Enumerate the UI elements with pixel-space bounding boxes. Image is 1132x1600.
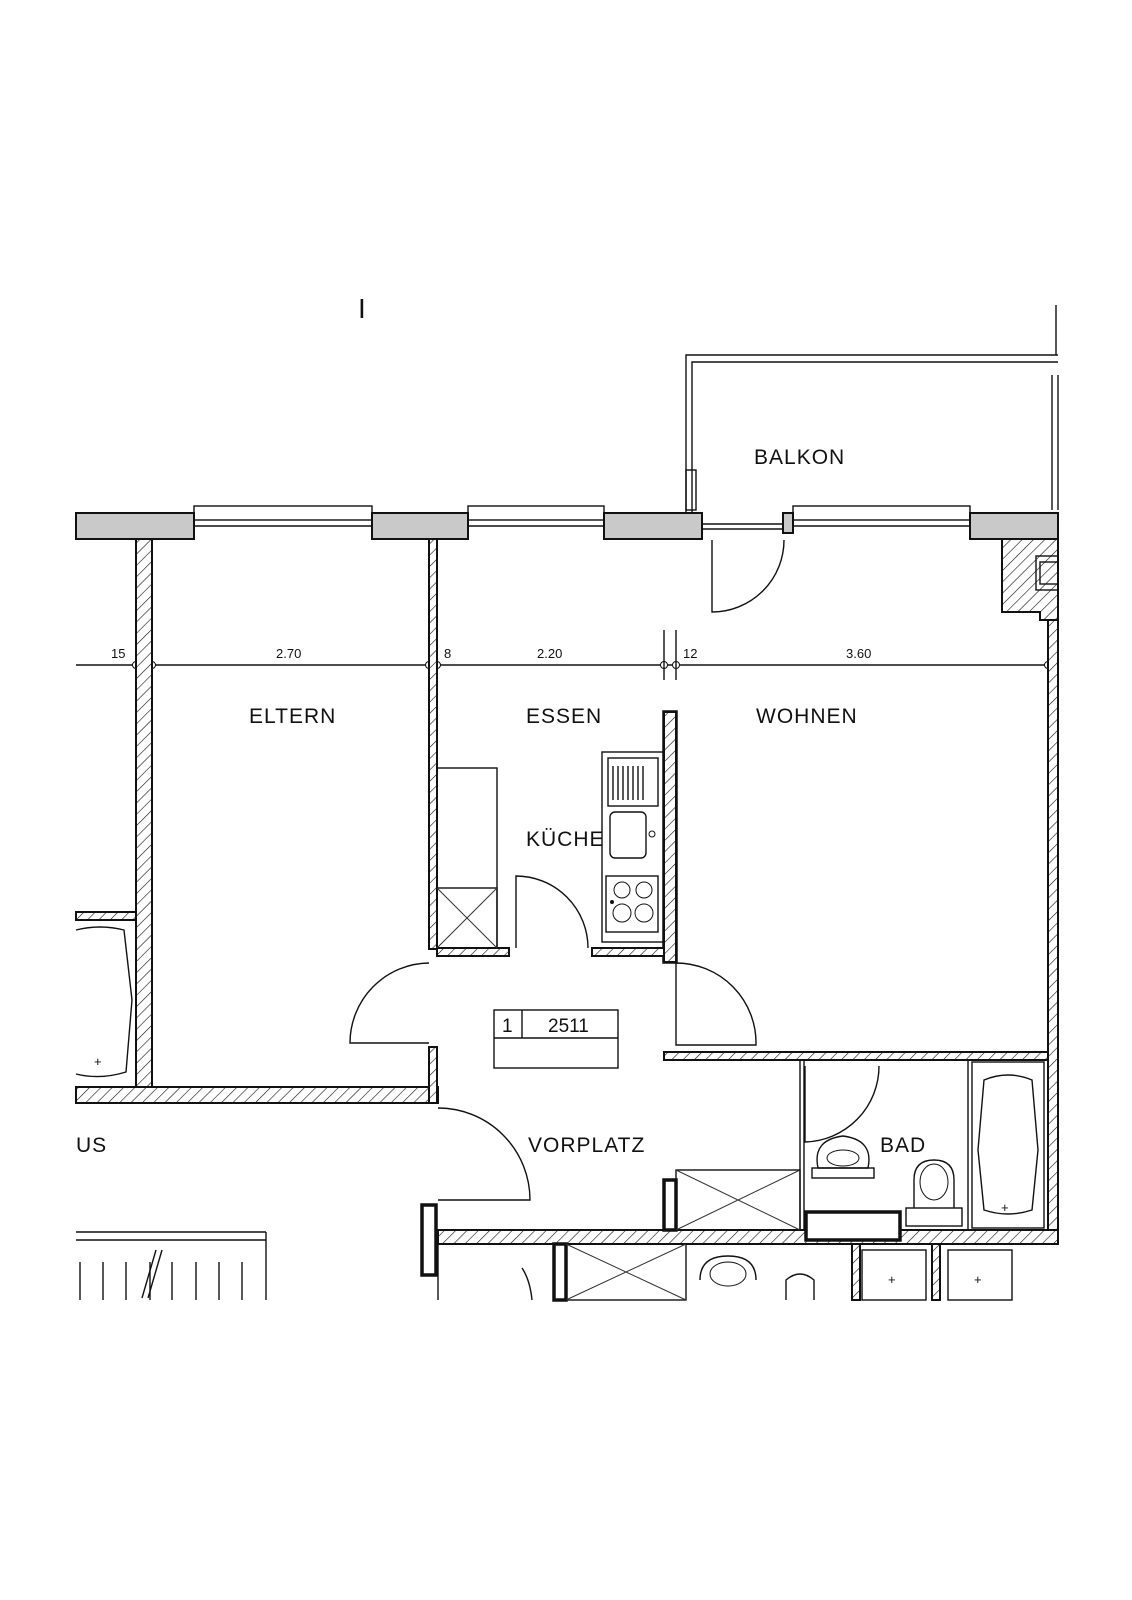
- dimension-line: [76, 630, 1058, 680]
- windows: [193, 505, 971, 530]
- closet: [675, 1169, 801, 1231]
- room-label-eltern: ELTERN: [249, 705, 336, 728]
- room-label-wohnen: WOHNEN: [756, 705, 858, 728]
- kitchen-fixtures: [436, 751, 665, 949]
- bad-door[interactable]: [804, 1065, 880, 1143]
- unit-number: 2511: [548, 1016, 589, 1037]
- unit-box: [493, 1009, 619, 1069]
- dimension-label: 3.60: [846, 646, 871, 661]
- plan-marker: I: [358, 293, 366, 324]
- left-bath-fixtures: +: [75, 926, 133, 1078]
- dimension-label: 8: [444, 646, 451, 661]
- vorplatz-door[interactable]: [437, 1107, 531, 1201]
- exterior-wall: [75, 512, 1059, 540]
- eltern-door[interactable]: [349, 962, 430, 1044]
- room-label-kueche: KÜCHE: [526, 828, 605, 851]
- balcony-door[interactable]: [711, 539, 785, 613]
- svg-text:+: +: [1001, 1200, 1009, 1215]
- unit-floor: 1: [502, 1016, 513, 1037]
- dimension-label: 2.20: [537, 646, 562, 661]
- svg-text:+: +: [94, 1054, 102, 1069]
- room-label-essen: ESSEN: [526, 705, 602, 728]
- svg-text:+: +: [974, 1272, 982, 1287]
- stair: [76, 1231, 267, 1300]
- wohnen-door[interactable]: [675, 962, 757, 1046]
- room-label-balkon: BALKON: [754, 446, 845, 469]
- dimension-label: 12: [683, 646, 697, 661]
- interior-walls: [75, 538, 1059, 1302]
- room-label-bad: BAD: [880, 1134, 926, 1157]
- room-label-vorplatz: VORPLATZ: [528, 1134, 645, 1157]
- bathroom-fixtures: +: [799, 1059, 1045, 1242]
- room-label-us-partial: US: [76, 1134, 107, 1157]
- svg-text:+: +: [888, 1272, 896, 1287]
- kitchen-door[interactable]: [515, 875, 589, 949]
- dimension-label: 2.70: [276, 646, 301, 661]
- lower-fixtures: + +: [437, 1243, 1013, 1301]
- dimension-label: 15: [111, 646, 125, 661]
- balcony-outline: [685, 305, 1059, 513]
